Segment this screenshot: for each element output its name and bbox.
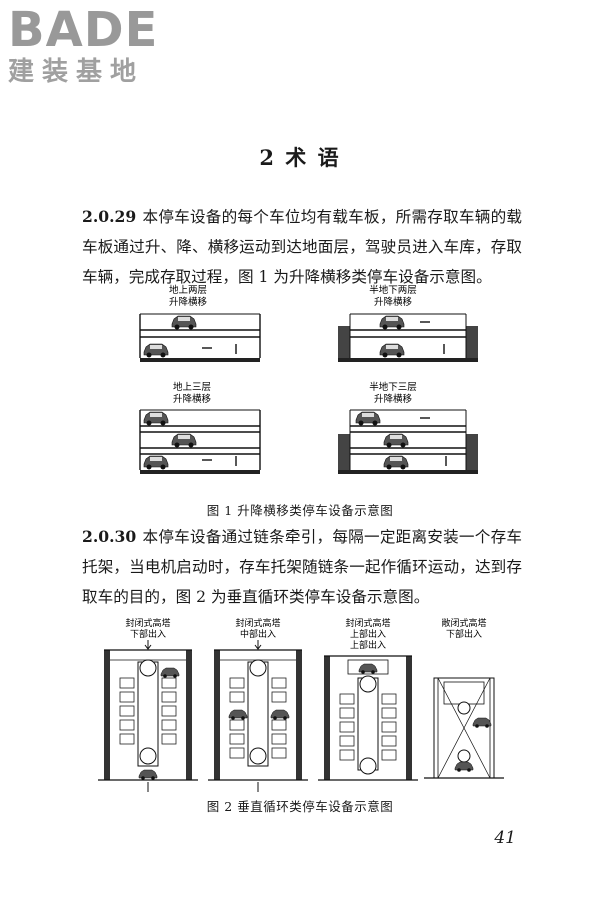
tower-label-line1: 封闭式高塔 (125, 617, 170, 629)
diagram-label-line2: 升降横移 (374, 393, 413, 405)
figure-2-vertical-circulation-diagrams: 封闭式高塔 下部出入 封闭式高塔 中部出入 (98, 617, 504, 792)
diagram-above-ground-two-level: 地上两层 升降横移 (139, 284, 261, 362)
tower-label-line3: 上部出入 (350, 639, 386, 651)
tower-label-line2: 上部出入 (350, 628, 386, 640)
logo-wordmark: BADE (8, 2, 159, 58)
diagram-semi-underground-three-level: 半地下三层 升降横移 (338, 381, 478, 474)
diagram-label-line1: 地上两层 (169, 284, 207, 296)
tower-enclosed-top-entry: 封闭式高塔 上部出入 上部出入 (318, 617, 418, 781)
clause-number: 2.0.30 (82, 527, 137, 546)
figure-1-lift-sliding-diagrams: 地上两层 升降横移 半地下两层 升降横移 地上三层 升降横移 (139, 284, 478, 474)
tower-label-line2: 中部出入 (240, 628, 276, 640)
clause-number: 2.0.29 (82, 207, 137, 226)
diagram-above-ground-three-level: 地上三层 升降横移 (139, 381, 261, 474)
tower-label-line1: 封闭式高塔 (235, 617, 280, 629)
diagram-label-line2: 升降横移 (169, 296, 208, 308)
tower-label-line2: 下部出入 (446, 628, 482, 640)
diagram-label-line1: 半地下两层 (369, 284, 417, 296)
tower-label-line1: 敞闭式高塔 (441, 617, 486, 629)
clause-text: 本停车设备的每个车位均有载车板，所需存取车辆的载车板通过升、降、横移运动到达地面… (82, 208, 522, 286)
tower-open-bottom-entry: 敞闭式高塔 下部出入 (424, 617, 504, 779)
logo-subtitle: 建装基地 (8, 57, 145, 87)
diagram-label-line1: 地上三层 (173, 381, 211, 393)
tower-enclosed-middle-entry: 封闭式高塔 中部出入 (208, 617, 308, 792)
diagram-label-line2: 升降横移 (374, 296, 413, 308)
figure-1-caption: 图 1 升降横移类停车设备示意图 (206, 503, 394, 518)
tower-enclosed-bottom-entry: 封闭式高塔 下部出入 (98, 617, 198, 792)
chapter-title: 2 术 语 (259, 145, 341, 170)
diagram-label-line2: 升降横移 (173, 393, 212, 405)
diagram-semi-underground-two-level: 半地下两层 升降横移 (338, 284, 478, 362)
page-number: 41 (494, 828, 516, 848)
tower-label-line1: 封闭式高塔 (345, 617, 390, 629)
diagram-label-line1: 半地下三层 (369, 381, 417, 393)
clause-text: 本停车设备通过链条牵引，每隔一定距离安装一个存车托架，当电机启动时，存车托架随链… (82, 528, 522, 606)
figure-2-caption: 图 2 垂直循环类停车设备示意图 (206, 799, 394, 814)
bade-logo: BADE 建装基地 (8, 4, 158, 88)
tower-label-line2: 下部出入 (130, 628, 166, 640)
